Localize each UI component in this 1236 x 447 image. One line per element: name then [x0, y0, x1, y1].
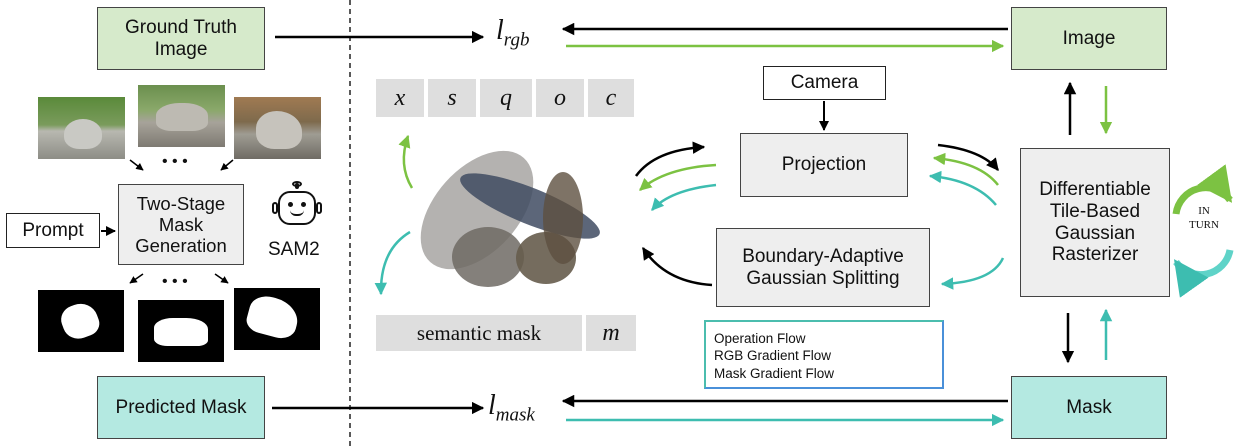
dots-bottom: • • •: [162, 273, 188, 290]
gaussians-to-attributes-gradient: [398, 134, 414, 189]
splitting-to-gaussians-arrow: [641, 246, 713, 287]
flow-legend: Operation Flow RGB Gradient Flow Mask Gr…: [704, 320, 944, 389]
robot-icon: [272, 181, 322, 231]
rgb-loss: lrgb: [496, 15, 530, 51]
dots-top: • • •: [162, 153, 188, 170]
projection-to-gaussians-gradient-rgb: [639, 163, 717, 191]
attribute-c: c: [588, 79, 634, 117]
legend-mask-gradient-flow: Mask Gradient Flow: [714, 366, 835, 381]
camera-box: Camera: [763, 66, 886, 100]
maskgen-to-mask1-arrow: [129, 273, 144, 284]
gaussians-to-projection-arrow: [634, 141, 706, 177]
rasterizer-to-projection-gradient-mask: [928, 170, 997, 206]
attribute-q: q: [480, 79, 532, 117]
mask-generation-box: Two-Stage Mask Generation: [118, 184, 244, 265]
input-photo-2: [138, 85, 225, 147]
gaussians-to-semantic-gradient: [374, 230, 411, 296]
thumb3-to-maskgen-arrow: [220, 159, 234, 171]
mask-output-2: [138, 300, 224, 362]
prompt-box: Prompt: [6, 213, 100, 248]
attribute-x: x: [376, 79, 424, 117]
input-photo-1: [38, 97, 125, 159]
rendered-mask-box: Mask: [1011, 376, 1167, 439]
attribute-s: s: [428, 79, 476, 117]
mask-output-1: [38, 290, 124, 352]
predicted-mask-box: Predicted Mask: [97, 376, 265, 439]
attribute-o: o: [536, 79, 584, 117]
rasterizer-box: Differentiable Tile-Based Gaussian Raste…: [1020, 148, 1170, 297]
rasterizer-to-splitting-gradient: [940, 257, 1005, 290]
input-photo-3: [234, 97, 321, 159]
gaussian-ellipses: [420, 150, 600, 287]
splitting-box: Boundary-Adaptive Gaussian Splitting: [716, 228, 930, 307]
rendered-image-box: Image: [1011, 7, 1167, 70]
in-turn-green-arc: [1172, 164, 1233, 215]
semantic-mask-label: semantic mask: [376, 315, 582, 351]
rasterizer-to-projection-gradient-rgb: [932, 152, 999, 186]
in-turn-label: IN TURN: [1189, 205, 1219, 232]
projection-to-gaussians-gradient-mask: [651, 183, 717, 211]
sam2-label: SAM2: [268, 239, 320, 260]
projection-to-rasterizer-arrow: [937, 143, 999, 171]
projection-box: Projection: [740, 133, 908, 197]
legend-operation-flow: Operation Flow: [714, 331, 806, 346]
ground-truth-image-box: Ground Truth Image: [97, 7, 265, 70]
thumb1-to-maskgen-arrow: [129, 159, 144, 171]
semantic-mask-symbol: m: [586, 315, 636, 351]
mask-loss: lmask: [488, 390, 535, 426]
in-turn-teal-arc: [1173, 249, 1234, 298]
legend-rgb-gradient-flow: RGB Gradient Flow: [714, 348, 832, 363]
maskgen-to-mask3-arrow: [214, 273, 229, 284]
mask-output-3: [234, 288, 320, 350]
